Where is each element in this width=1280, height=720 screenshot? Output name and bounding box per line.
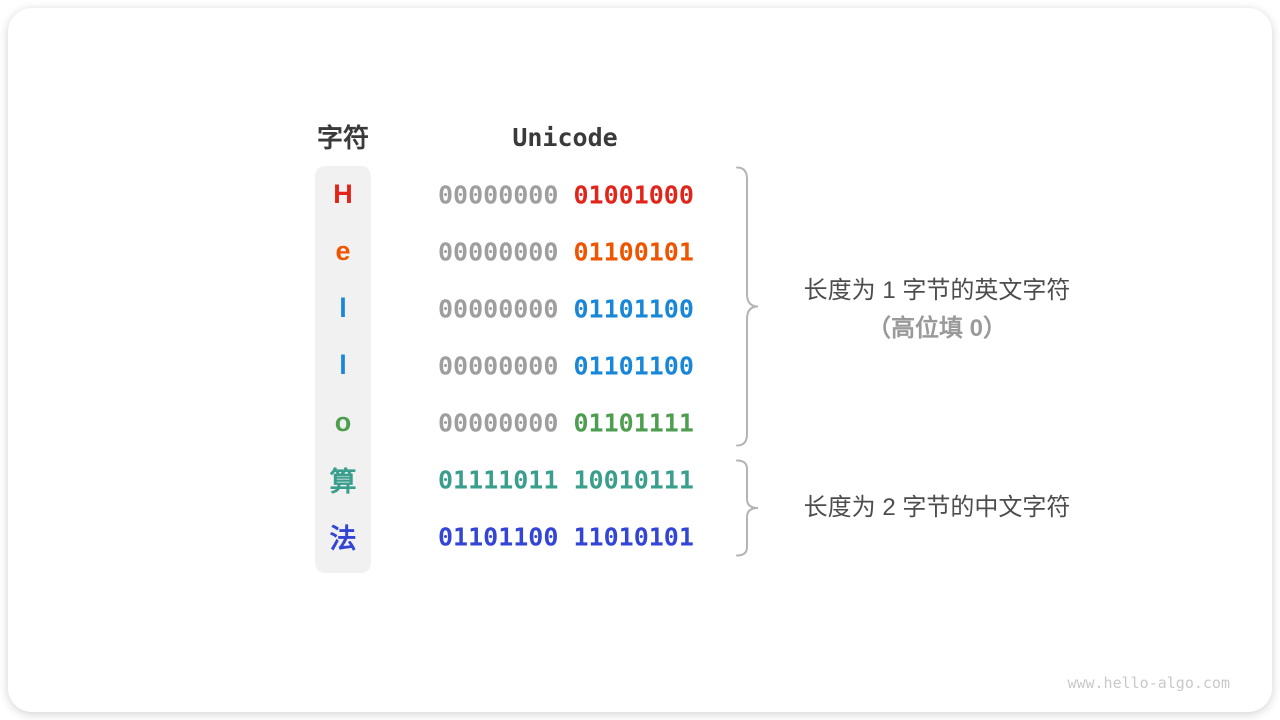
byte-low: 01101100 xyxy=(573,351,694,380)
annotation-english-line1: 长度为 1 字节的英文字符 xyxy=(803,277,1071,304)
byte-high: 00000000 xyxy=(438,408,559,437)
character-glyph: 算 xyxy=(329,467,357,497)
table-row: e 00000000 01100101 xyxy=(315,223,745,280)
table-row: H 00000000 01001000 xyxy=(315,166,745,223)
table-row: 算 01111011 10010111 xyxy=(315,451,745,508)
byte-high: 01101100 xyxy=(438,522,559,551)
brace-english-chars xyxy=(736,166,759,447)
table-row: l 00000000 01101100 xyxy=(315,337,745,394)
table-row: o 00000000 01101111 xyxy=(315,394,745,451)
character-glyph: e xyxy=(335,236,351,266)
unicode-binary: 00000000 01101100 xyxy=(438,351,694,380)
annotation-english-chars: 长度为 1 字节的英文字符 （高位填 0） xyxy=(791,272,1083,348)
diagram-card: 字符 Unicode H 00000000 01001000 e 00000000 0… xyxy=(8,8,1272,712)
annotation-english-line2: （高位填 0） xyxy=(866,315,1007,342)
character-glyph: l xyxy=(339,293,347,323)
unicode-binary: 00000000 01100101 xyxy=(438,237,694,266)
table-row: l 00000000 01101100 xyxy=(315,280,745,337)
byte-high: 00000000 xyxy=(438,351,559,380)
character-glyph: l xyxy=(339,350,347,380)
column-header-character: 字符 xyxy=(316,123,369,153)
byte-low: 01101111 xyxy=(573,408,694,437)
byte-high: 00000000 xyxy=(438,237,559,266)
watermark-url: www.hello-algo.com xyxy=(1067,674,1230,692)
unicode-binary: 01101100 11010101 xyxy=(438,522,694,551)
byte-low: 10010111 xyxy=(573,465,694,494)
unicode-binary: 01111011 10010111 xyxy=(438,465,694,494)
byte-low: 11010101 xyxy=(573,522,694,551)
character-glyph: 法 xyxy=(329,524,357,554)
character-glyph: o xyxy=(334,407,352,437)
unicode-binary: 00000000 01101100 xyxy=(438,294,694,323)
brace-chinese-chars xyxy=(736,459,759,557)
character-glyph: H xyxy=(333,179,353,209)
column-header-unicode: Unicode xyxy=(512,123,618,152)
annotation-chinese-chars: 长度为 2 字节的中文字符 xyxy=(791,489,1083,527)
unicode-binary: 00000000 01001000 xyxy=(438,180,694,209)
unicode-binary: 00000000 01101111 xyxy=(438,408,694,437)
character-column-background xyxy=(315,166,371,573)
table-row: 法 01101100 11010101 xyxy=(315,508,745,565)
byte-high: 01111011 xyxy=(438,465,559,494)
byte-low: 01100101 xyxy=(573,237,694,266)
encoding-rows: H 00000000 01001000 e 00000000 01100101 l 000… xyxy=(315,166,745,573)
byte-high: 00000000 xyxy=(438,180,559,209)
byte-low: 01101100 xyxy=(573,294,694,323)
byte-high: 00000000 xyxy=(438,294,559,323)
byte-low: 01001000 xyxy=(573,180,694,209)
annotation-chinese-line1: 长度为 2 字节的中文字符 xyxy=(803,494,1071,521)
